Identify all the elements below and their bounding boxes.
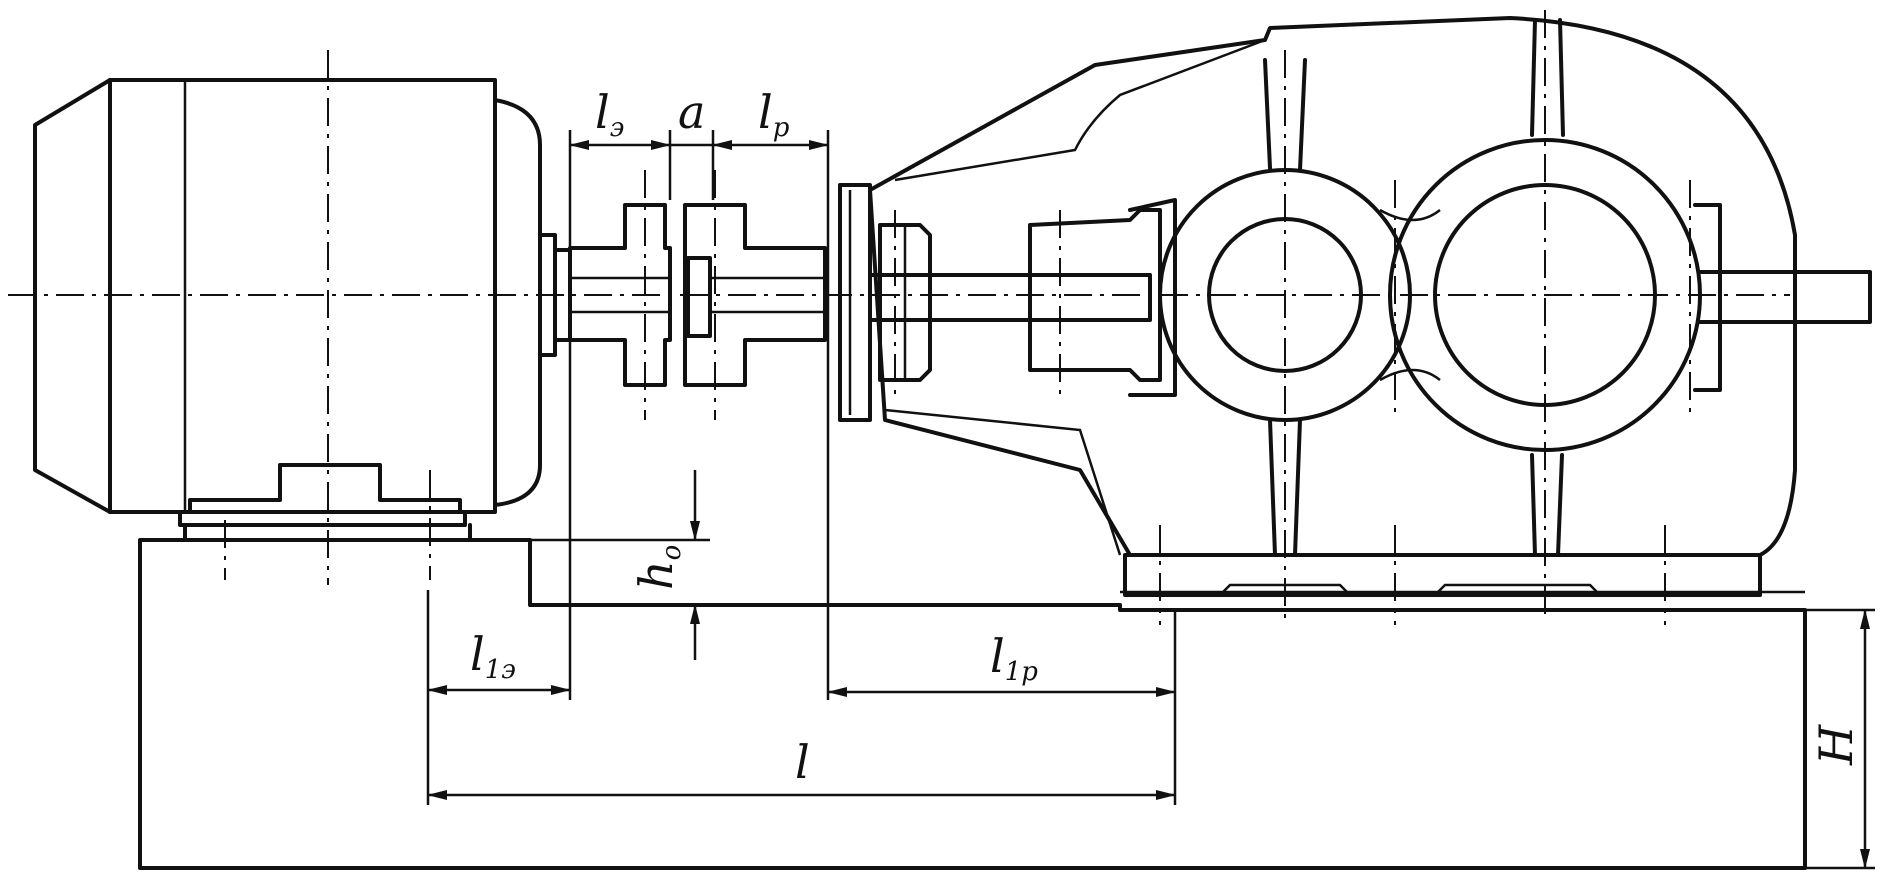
dim-label-l: l [795,735,810,789]
dimension-lines [426,130,1875,870]
coupling [538,170,827,420]
gear-reducer [838,10,1872,625]
dim-label-l-1e: l1э [470,627,516,685]
dim-label-H: H [1809,724,1863,766]
dim-label-l-r: lр [758,85,790,143]
dim-label-a: a [678,85,705,139]
dim-label-h-o: ho [629,545,687,590]
dim-label-l-e: lэ [595,85,624,143]
foundation-frame [138,538,1807,870]
dim-label-l-1r: l1р [990,629,1038,687]
electric-motor [33,50,542,585]
